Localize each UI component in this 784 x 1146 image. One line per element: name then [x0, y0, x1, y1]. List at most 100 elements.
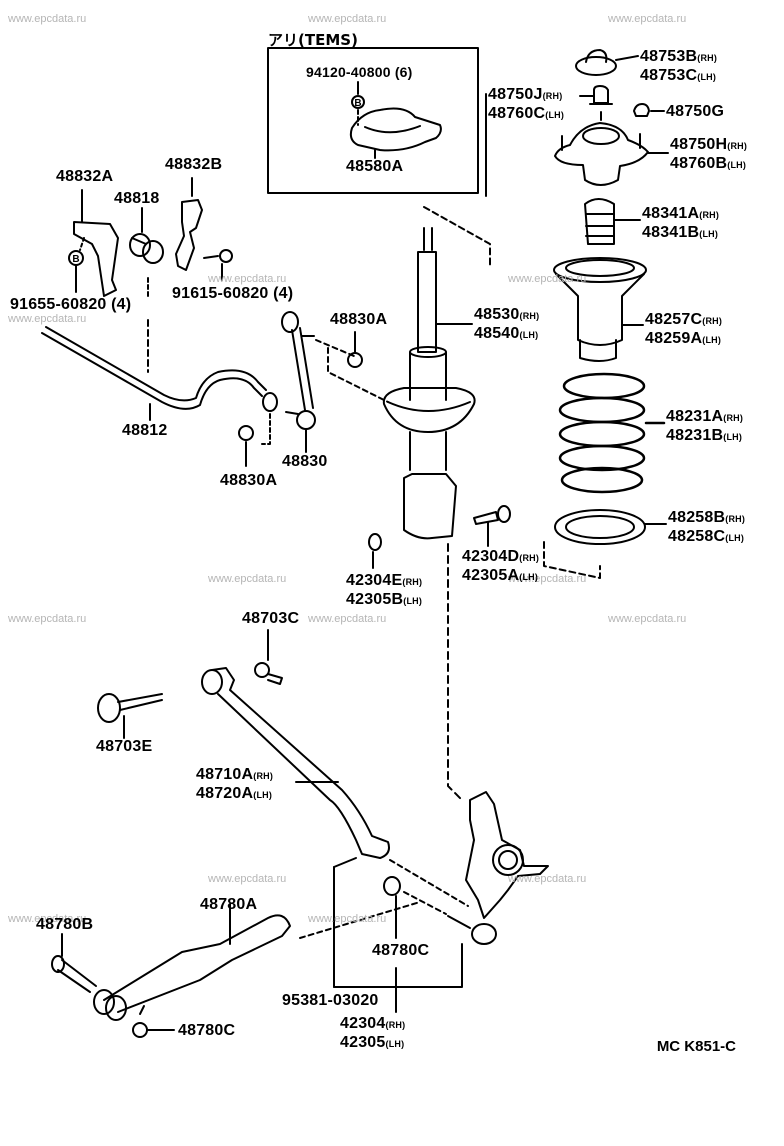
watermark: www.epcdata.ru [8, 313, 87, 325]
part-label-48341: 48341A(RH)48341B(LH) [642, 205, 719, 243]
nut-48750g [633, 103, 665, 117]
part-label-91615: 91615-60820 (4) [172, 285, 293, 302]
cotter-pin-95381 [333, 857, 357, 988]
part-number: 48703E [96, 738, 152, 755]
side-suffix: (LH) [697, 72, 717, 82]
strut-mount-48750h [554, 111, 669, 186]
marker-b-bracket: B [72, 254, 79, 265]
part-number: 48257C(RH) [645, 311, 722, 330]
part-number-text: 48703E [96, 738, 153, 755]
part-label-48580a: 48580A [346, 158, 404, 175]
watermark: www.epcdata.ru [508, 273, 587, 285]
bushing-48780c-lower [132, 1005, 175, 1038]
side-suffix: (RH) [519, 311, 540, 321]
part-label-48703c: 48703C [242, 610, 299, 627]
part-number-text: 48703C [242, 610, 300, 627]
part-label-48830a-bot: 48830A [220, 472, 277, 489]
watermark: www.epcdata.ru [508, 873, 587, 885]
lower-arm-48780a [93, 903, 291, 1021]
stabilizer-bar-48812 [41, 319, 278, 445]
part-number: 48753B(RH) [640, 48, 717, 67]
dashed-leader [403, 891, 447, 915]
part-number-text: 48231B [666, 427, 724, 444]
part-label-48780b: 48780B [36, 916, 93, 933]
part-number-text: 48720A [196, 785, 254, 802]
part-label-48703e: 48703E [96, 738, 152, 755]
watermark: www.epcdata.ru [308, 913, 387, 925]
side-suffix: (RH) [385, 1020, 406, 1030]
watermark: www.epcdata.ru [208, 273, 287, 285]
nut-48830a-upper [347, 331, 363, 368]
side-suffix: (LH) [253, 790, 273, 800]
part-number: 95381-03020 [282, 992, 379, 1009]
lateral-arm-48710a [201, 667, 390, 859]
part-number-text: 95381-03020 [282, 992, 379, 1009]
part-number-text: 91615-60820 (4) [172, 285, 294, 302]
watermark: www.epcdata.ru [8, 613, 87, 625]
part-number-text: 48753B [640, 48, 698, 65]
dashed-leader [543, 541, 601, 579]
part-number: 48760B(LH) [670, 155, 747, 174]
dashed-leader [389, 859, 469, 907]
part-label-48830: 48830 [282, 453, 328, 470]
part-label-42304d: 42304D(RH)42305A(LH) [462, 548, 539, 586]
part-label-42304e: 42304E(RH)42305B(LH) [346, 572, 422, 610]
part-label-48750j: 48750J(RH)48760C(LH) [488, 86, 564, 124]
part-label-95381: 95381-03020 [282, 992, 379, 1009]
bracket-48832b [175, 177, 203, 271]
watermark: www.epcdata.ru [308, 613, 387, 625]
marker-b-inset: B [354, 98, 361, 109]
part-number-text: 42304E [346, 572, 403, 589]
steering-knuckle [447, 791, 549, 945]
part-number-text: 48750J [488, 86, 543, 103]
diagram-code: MC K851-C [656, 1038, 736, 1055]
side-suffix: (LH) [519, 572, 539, 582]
part-number: 48832B [165, 156, 222, 173]
part-label-48780a: 48780A [200, 896, 257, 913]
part-number-text: 42305A [462, 567, 520, 584]
part-number: 48750H(RH) [670, 136, 747, 155]
dust-boot-48257 [553, 257, 647, 362]
part-number-text: 48258C [668, 528, 726, 545]
side-suffix: (RH) [253, 771, 274, 781]
side-suffix: (LH) [723, 432, 743, 442]
part-number: 48750J(RH) [488, 86, 564, 105]
part-number-text: 48830A [330, 311, 388, 328]
part-number: 48780B [36, 916, 93, 933]
part-label-48780c-bot: 48780C [178, 1022, 235, 1039]
side-suffix: (RH) [702, 316, 723, 326]
part-number-text: 91655-60820 (4) [10, 296, 132, 313]
part-number-text: 48780B [36, 916, 94, 933]
side-suffix: (RH) [697, 53, 718, 63]
part-number: 48341B(LH) [642, 224, 719, 243]
part-number-text: 48530 [474, 306, 520, 323]
side-suffix: (LH) [403, 596, 423, 606]
cam-plate-48703c [254, 629, 283, 685]
part-label-48780c-mid: 48780C [372, 942, 429, 959]
part-number-text: 48760B [670, 155, 728, 172]
part-label-42304: 42304(RH)42305(LH) [340, 1015, 405, 1053]
bolt-91615 [203, 249, 233, 281]
part-number: 48832A [56, 168, 113, 185]
part-label-48710a: 48710A(RH) 48720A(LH) [196, 766, 273, 804]
part-number-text: 48830 [282, 453, 328, 470]
bushing-48780c-mid [383, 876, 401, 939]
stabilizer-link-48830 [281, 311, 389, 453]
watermark: www.epcdata.ru [8, 913, 87, 925]
inset-title: アリ(TEMS) [268, 31, 358, 49]
part-number-text: 42305B [346, 591, 404, 608]
part-number-text: 48780A [200, 896, 258, 913]
bushing-48818 [129, 207, 164, 297]
side-suffix: (RH) [723, 413, 744, 423]
part-number-text: 48540 [474, 325, 520, 342]
part-number: 48231A(RH) [666, 408, 743, 427]
side-suffix: (RH) [542, 91, 563, 101]
part-number-text: 48710A [196, 766, 254, 783]
part-number-text: 48341A [642, 205, 700, 222]
part-number: 48830A [220, 472, 277, 489]
part-number-text: 48760C [488, 105, 546, 122]
part-number: 48780C [178, 1022, 235, 1039]
upper-support-48580a [349, 81, 442, 159]
part-number-text: 48812 [122, 422, 168, 439]
